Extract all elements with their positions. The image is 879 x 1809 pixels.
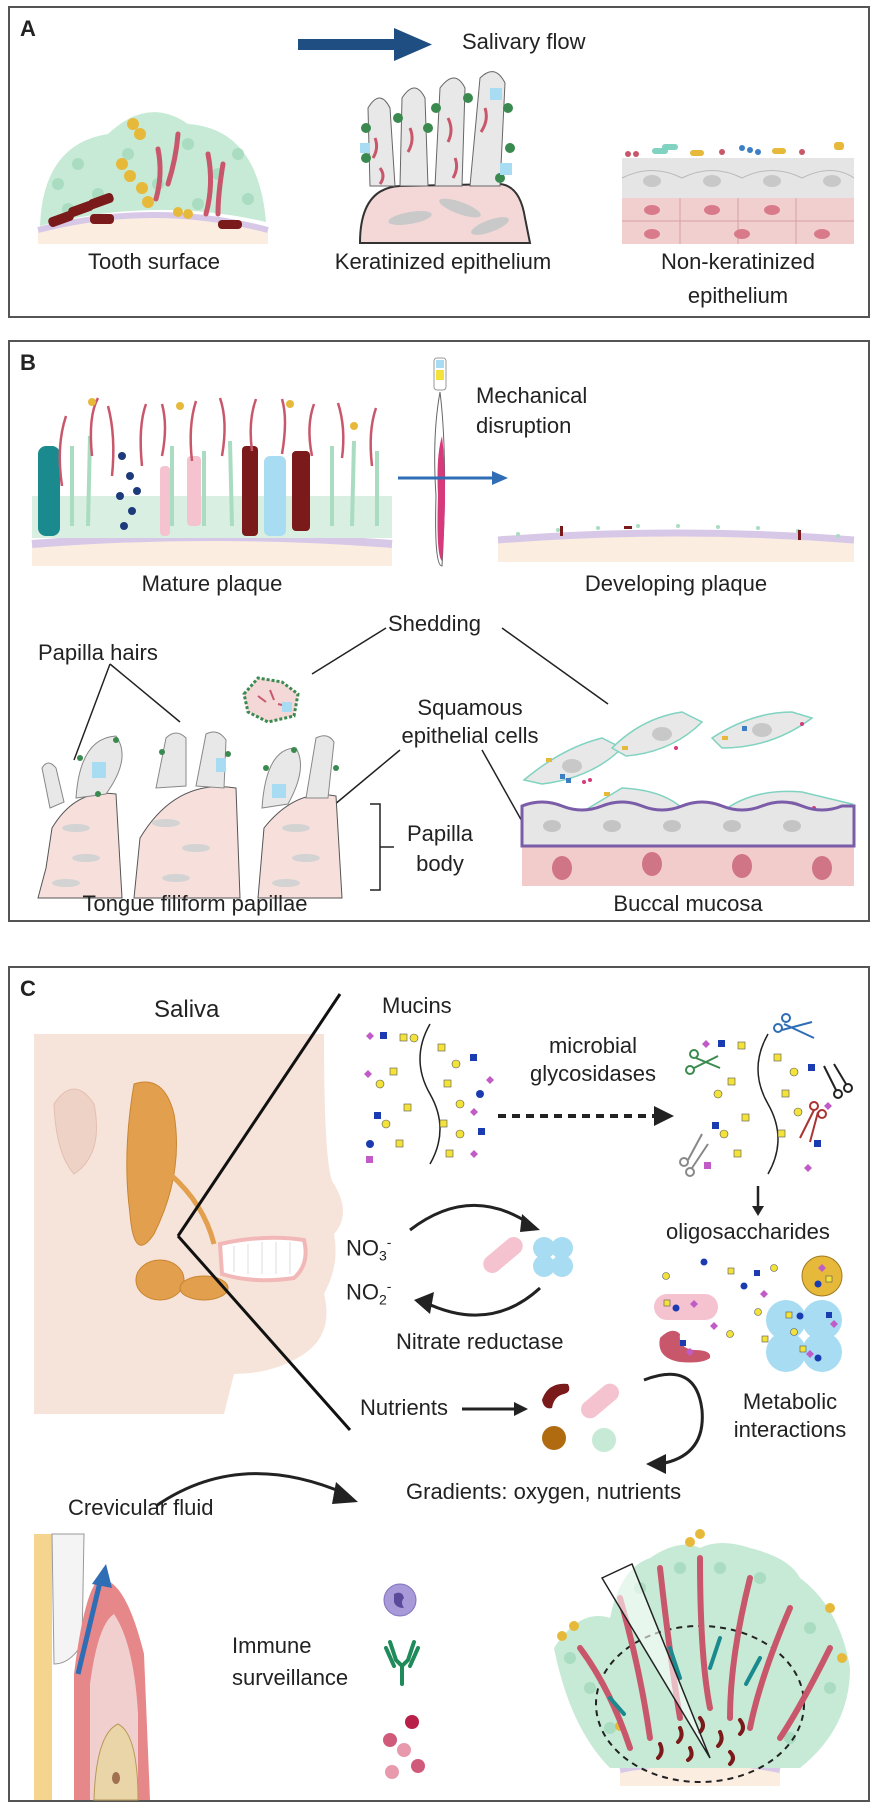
glycosidases-dashed-arrow-icon: [498, 1106, 674, 1126]
panel-a-label: A: [20, 16, 36, 41]
metabolic-interactions-arrow-icon: [643, 1372, 704, 1474]
salivary-flow-label: Salivary flow: [462, 29, 586, 54]
developing-plaque-illustration: [497, 524, 855, 562]
tooth-surface-biofilm-illustration: [37, 112, 269, 244]
nitrite-label: NO2-: [346, 1272, 391, 1314]
oligosaccharide-consumers-icon: [654, 1255, 843, 1372]
disruption-arrow-icon: [398, 471, 508, 485]
nitrate-label: NO3-: [346, 1228, 391, 1270]
non-keratinized-epithelium-label-line2: epithelium: [687, 283, 789, 308]
metabolic-interactions-label-line1: Metabolic: [742, 1389, 838, 1414]
developing-plaque-label: Developing plaque: [584, 571, 768, 596]
shed-cell-illustration: [242, 676, 300, 724]
papilla-body-label-line1: Papilla: [406, 821, 474, 846]
papilla-hairs-label: Papilla hairs: [38, 640, 158, 665]
nitrite-superscript: -: [386, 1278, 392, 1294]
salivary-flow-arrow-icon: [298, 28, 432, 61]
panel-b-leader-lines: [73, 627, 609, 891]
tongue-papillae-illustration: [37, 731, 343, 899]
head-salivary-glands-illustration: [34, 1034, 343, 1414]
nitrate-reductase-label: Nitrate reductase: [396, 1329, 564, 1354]
nitrate-symbol: NO: [346, 1235, 379, 1261]
antibody-icon: [384, 1640, 420, 1686]
neutrophil-icon: [383, 1583, 417, 1617]
panel-a: A Salivary flow: [8, 6, 870, 318]
saliva-label: Saliva: [154, 996, 220, 1023]
subgingival-biofilm-illustration: [554, 1529, 850, 1786]
panel-c: C Saliva Mucins: [8, 966, 870, 1802]
degraded-mucin-scissors-icon: [679, 1013, 853, 1177]
nutrients-arrow-icon: [462, 1402, 528, 1416]
nitrate-reducing-bacteria-icon: [483, 1237, 573, 1277]
mature-plaque-label: Mature plaque: [141, 571, 283, 596]
mechanical-disruption-label-line1: Mechanical: [476, 383, 588, 408]
glycosidases-label-line2: glycosidases: [530, 1061, 656, 1086]
mucin-glycan-structure-icon: [364, 1023, 494, 1165]
gingival-crevice-illustration: [34, 1533, 150, 1801]
nitrite-subscript: 2: [379, 1291, 387, 1308]
tooth-surface-label: Tooth surface: [87, 249, 221, 274]
non-keratinized-epithelium-label-line1: Non-keratinized: [660, 249, 816, 274]
mature-plaque-illustration: [31, 397, 393, 566]
buccal-mucosa-illustration: [520, 711, 856, 886]
immune-surveillance-label-line1: Immune: [232, 1633, 312, 1658]
nitrate-subscript: 3: [379, 1247, 387, 1264]
squamous-cells-label-line2: epithelial cells: [401, 723, 539, 748]
keratinized-epithelium-label: Keratinized epithelium: [334, 249, 552, 274]
buccal-mucosa-label: Buccal mucosa: [613, 891, 763, 916]
antimicrobial-peptides-icon: [383, 1715, 425, 1779]
mechanical-disruption-label-line2: disruption: [476, 413, 572, 438]
crevicular-fluid-arrow-icon: [155, 1472, 358, 1508]
crevicular-fluid-label: Crevicular fluid: [68, 1495, 214, 1520]
metabolic-interactions-label-line2: interactions: [733, 1417, 847, 1442]
squamous-cells-label-line1: Squamous: [417, 695, 523, 720]
nitrate-cycle-arrows-icon: [409, 1204, 542, 1317]
nutrients-label: Nutrients: [360, 1395, 449, 1420]
interacting-microbes-icon: [542, 1383, 619, 1452]
oligosaccharides-label: oligosaccharides: [666, 1219, 830, 1244]
mucins-label: Mucins: [382, 993, 452, 1018]
nitrite-symbol: NO: [346, 1279, 379, 1305]
keratinized-epithelium-illustration: [358, 71, 532, 244]
nitrate-superscript: -: [386, 1234, 392, 1250]
papilla-body-label-line2: body: [416, 851, 464, 876]
non-keratinized-epithelium-illustration: [621, 142, 855, 244]
panel-b: B Mature plaque Mechanical disruption: [8, 340, 870, 922]
panel-c-label: C: [20, 976, 36, 1001]
glycosidases-label-line1: microbial: [548, 1033, 638, 1058]
gradients-label: Gradients: oxygen, nutrients: [406, 1479, 682, 1504]
zoom-callout-lines: [176, 993, 352, 1431]
panel-b-label: B: [20, 350, 36, 375]
immune-surveillance-label-line2: surveillance: [232, 1665, 349, 1690]
shedding-label: Shedding: [388, 611, 481, 636]
down-arrow-icon: [752, 1186, 764, 1216]
tongue-papillae-label: Tongue filiform papillae: [82, 891, 308, 916]
